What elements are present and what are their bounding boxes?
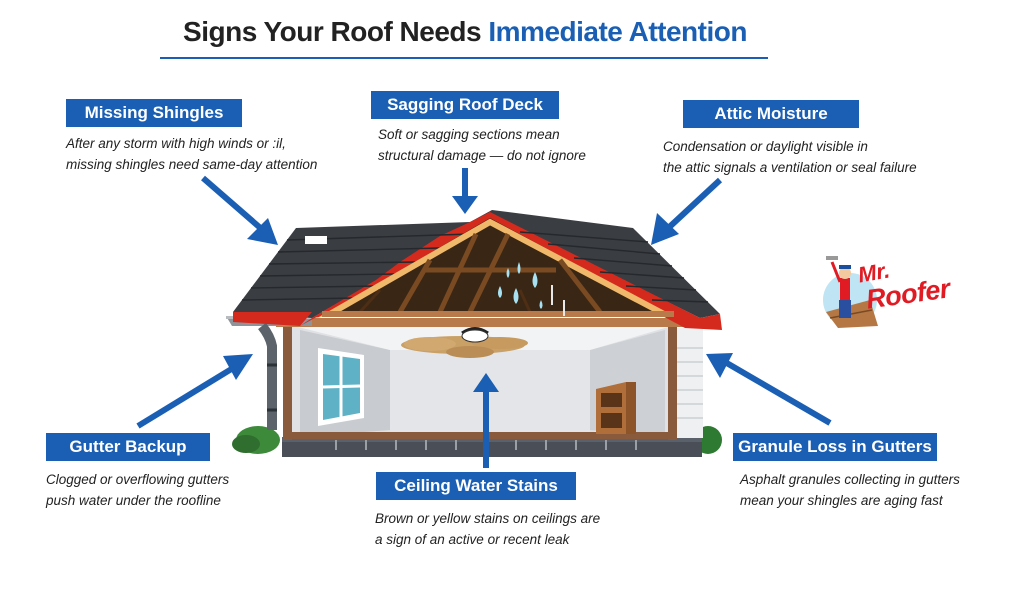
title-accent: Immediate Attention bbox=[488, 16, 747, 47]
page-title: Signs Your Roof Needs Immediate Attentio… bbox=[0, 16, 930, 48]
desc-missing-shingles: After any storm with high winds or :il, … bbox=[66, 136, 318, 172]
bookshelf-icon bbox=[596, 382, 636, 434]
siding-wall bbox=[675, 328, 703, 438]
window-icon bbox=[318, 348, 364, 426]
label-sagging-roof-deck: Sagging Roof Deck bbox=[371, 91, 559, 119]
ceiling-beam bbox=[276, 318, 686, 327]
water-drops-icon bbox=[498, 262, 565, 316]
title-underline bbox=[160, 57, 768, 59]
downspout-icon bbox=[258, 322, 277, 430]
desc-gutter-backup: Clogged or overflowing gutters push wate… bbox=[46, 472, 230, 508]
desc-granule-loss: Asphalt granules collecting in gutters m… bbox=[740, 472, 960, 508]
shingle-roof bbox=[233, 210, 722, 330]
desc-sagging-roof-deck: Soft or sagging sections mean structural… bbox=[378, 127, 586, 163]
label-granule-loss: Granule Loss in Gutters bbox=[733, 433, 937, 461]
shrub-left-icon bbox=[232, 426, 280, 454]
desc-ceiling-water-stains: Brown or yellow stains on ceilings are a… bbox=[375, 511, 601, 547]
skylight-patch bbox=[305, 236, 327, 244]
label-attic-moisture: Attic Moisture bbox=[683, 100, 859, 128]
arrow-gutter-backup-icon bbox=[136, 354, 253, 429]
ceiling-stain-icon bbox=[401, 336, 528, 358]
desc-attic-moisture: Condensation or daylight visible in the … bbox=[663, 139, 917, 175]
arrow-attic-moisture-icon bbox=[651, 177, 723, 245]
label-gutter-backup: Gutter Backup bbox=[46, 433, 210, 461]
arrow-granule-loss-icon bbox=[706, 353, 832, 426]
roofer-mascot-icon bbox=[823, 256, 878, 328]
arrow-ceiling-stains-icon bbox=[473, 373, 499, 468]
title-main: Signs Your Roof Needs bbox=[183, 16, 482, 47]
arrow-missing-shingles-icon bbox=[201, 175, 278, 245]
attic-gable bbox=[318, 218, 674, 317]
label-missing-shingles: Missing Shingles bbox=[66, 99, 242, 127]
label-ceiling-water-stains: Ceiling Water Stains bbox=[376, 472, 576, 500]
ceiling-light-icon bbox=[461, 327, 489, 343]
arrow-sagging-deck-icon bbox=[452, 168, 478, 214]
